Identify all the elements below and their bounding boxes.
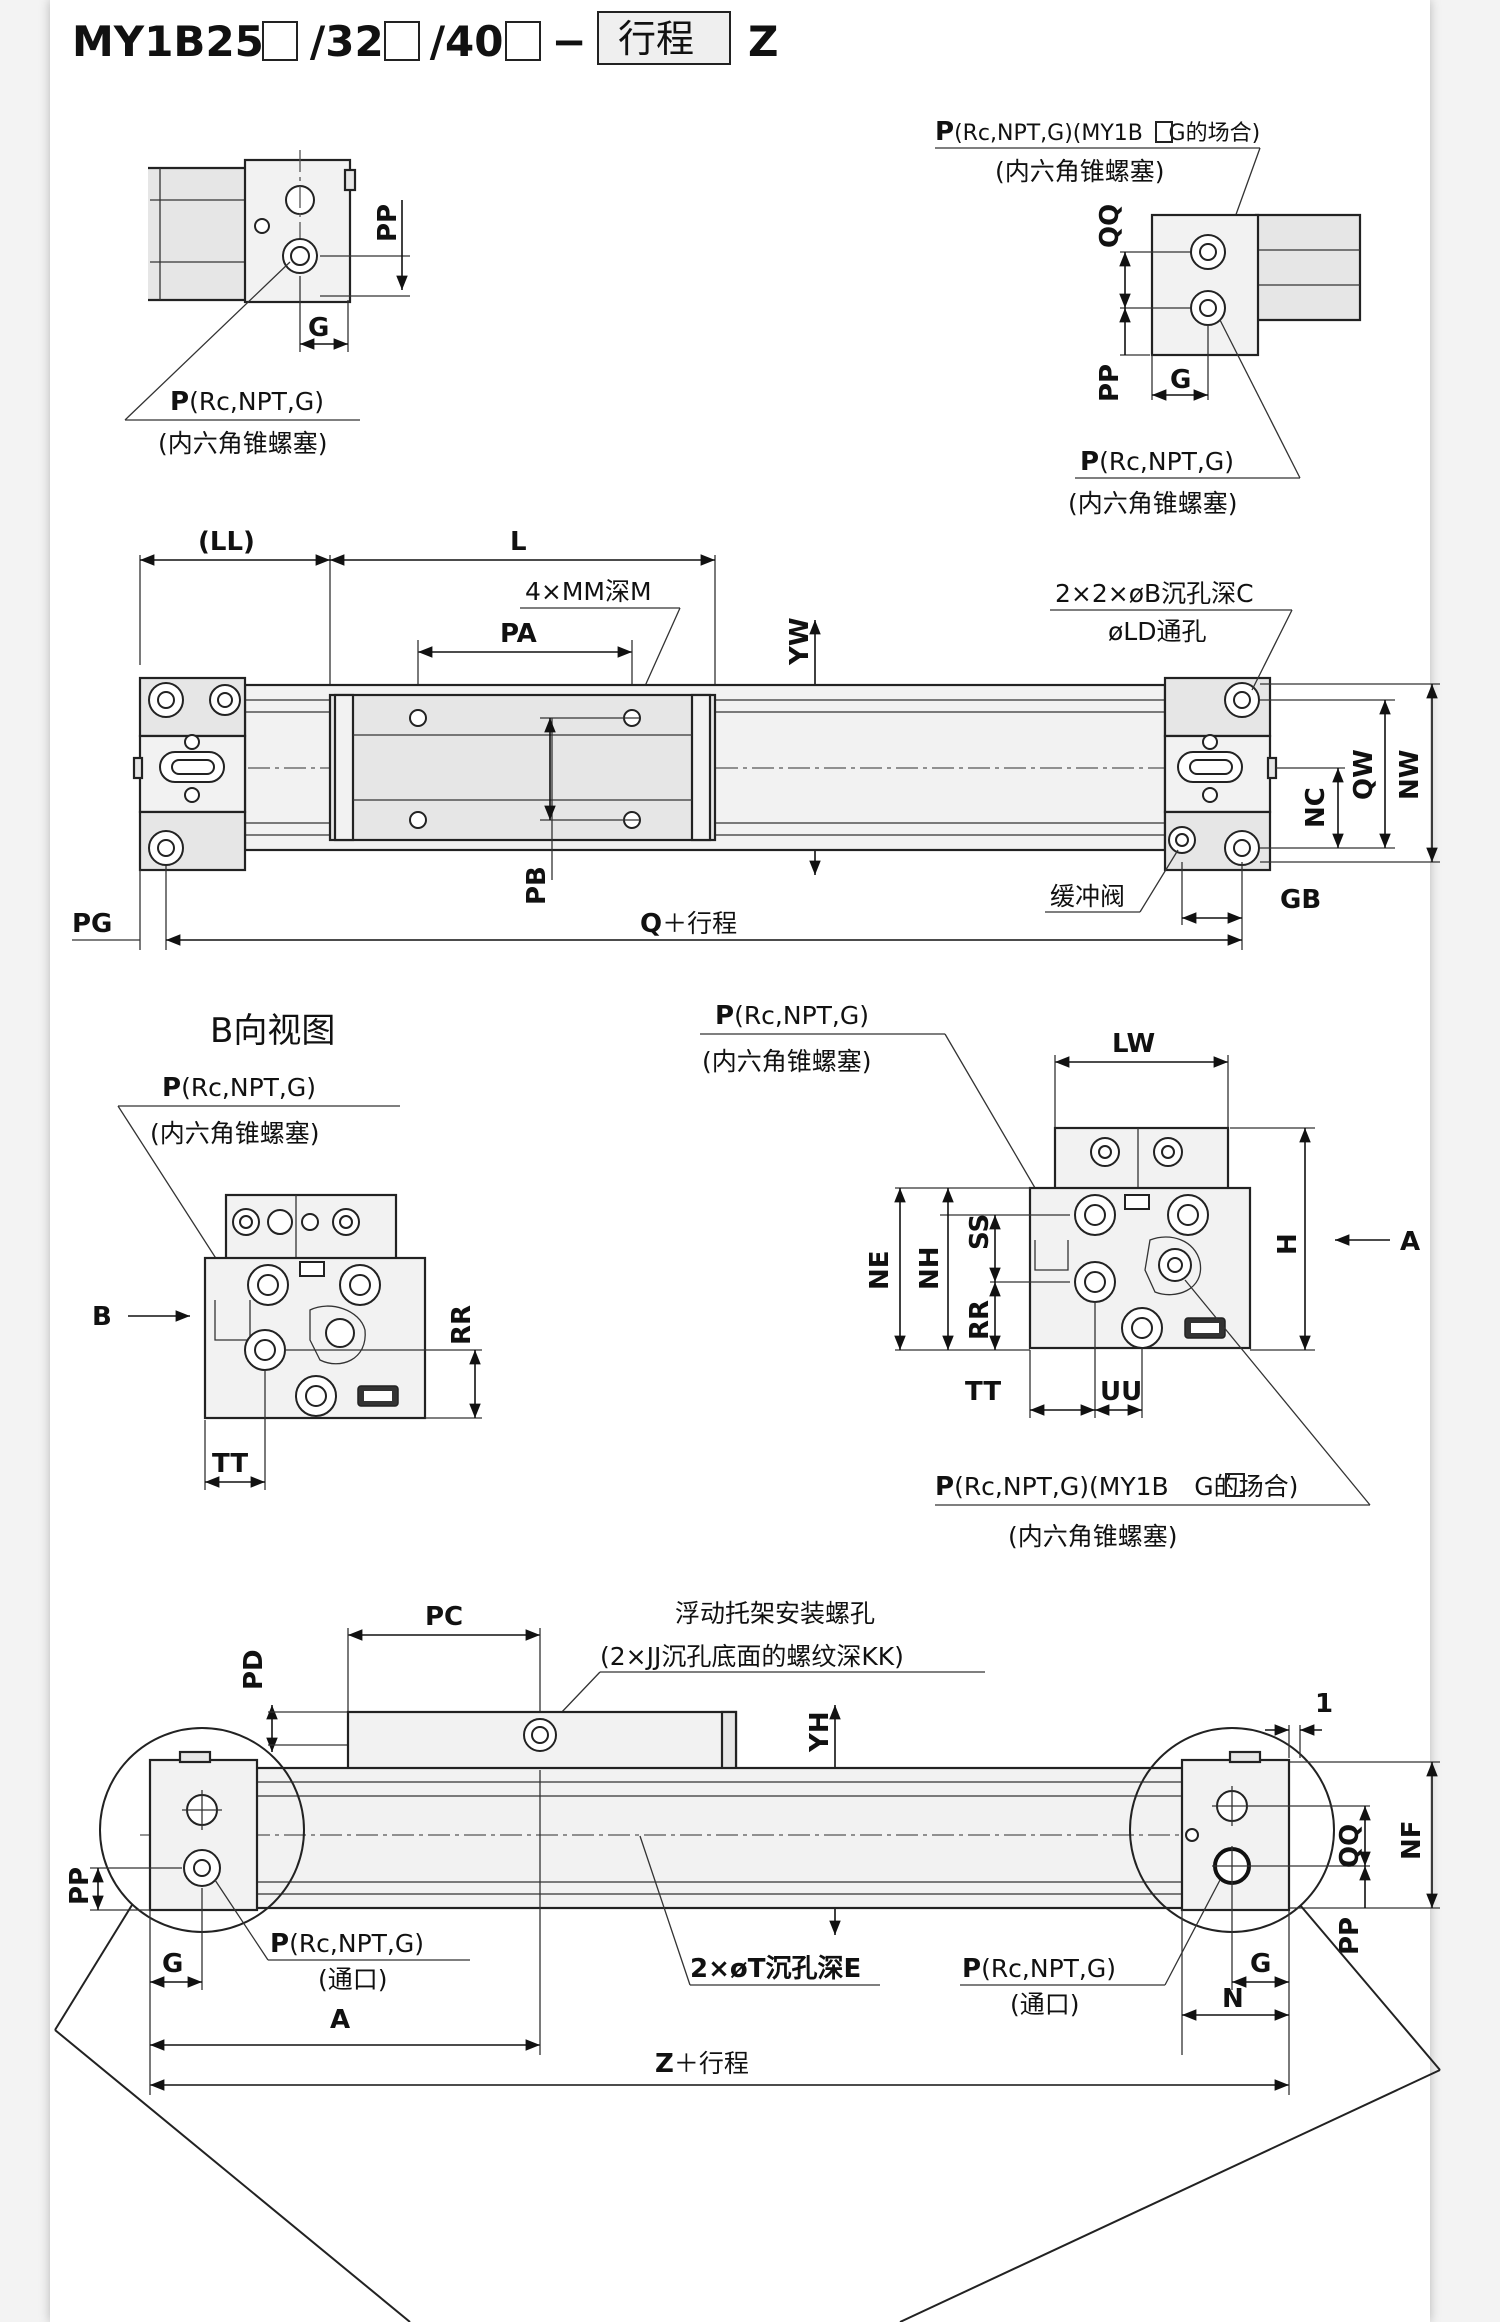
svg-text:P(Rc,NPT,G): P(Rc,NPT,G) — [270, 1929, 424, 1959]
svg-text:G: G — [162, 1949, 183, 1979]
svg-text:2×øT沉孔深E: 2×øT沉孔深E — [690, 1954, 861, 1984]
top-view: (LL) L 4×MM深M PA YW PB — [72, 527, 1440, 950]
svg-text:N: N — [1222, 1984, 1244, 2014]
svg-text:(内六角锥螺塞): (内六角锥螺塞) — [1008, 1522, 1178, 1551]
svg-text:P(Rc,NPT,G): P(Rc,NPT,G) — [1080, 447, 1234, 477]
svg-text:PP: PP — [1335, 1917, 1365, 1955]
svg-text:A: A — [1400, 1227, 1420, 1257]
svg-text:(内六角锥螺塞): (内六角锥螺塞) — [995, 157, 1165, 186]
svg-text:PG: PG — [72, 909, 112, 939]
svg-text:NE: NE — [865, 1250, 895, 1290]
svg-text:NH: NH — [915, 1246, 945, 1290]
svg-text:SS: SS — [965, 1214, 995, 1250]
svg-text:PC: PC — [425, 1602, 463, 1632]
svg-text:Q＋行程: Q＋行程 — [640, 909, 737, 939]
svg-text:(内六角锥螺塞): (内六角锥螺塞) — [150, 1119, 320, 1148]
svg-text:PP: PP — [1095, 364, 1125, 402]
svg-text:TT: TT — [965, 1377, 1001, 1407]
blank-box-2 — [384, 21, 420, 61]
svg-text:MY1B25/32/40−: MY1B25/32/40− — [72, 17, 587, 66]
svg-text:NF: NF — [1397, 1820, 1427, 1860]
b-direction-view: B向视图 P(Rc,NPT,G) (内六角锥螺塞) B RR TT — [92, 1011, 482, 1490]
svg-text:PB: PB — [522, 866, 552, 905]
svg-text:H: H — [1273, 1233, 1303, 1255]
svg-text:B向视图: B向视图 — [210, 1011, 335, 1051]
svg-text:(通口): (通口) — [318, 1965, 388, 1994]
svg-text:YH: YH — [805, 1711, 835, 1753]
svg-text:(内六角锥螺塞): (内六角锥螺塞) — [158, 429, 328, 458]
svg-text:浮动托架安装螺孔: 浮动托架安装螺孔 — [675, 1599, 875, 1628]
svg-text:G: G — [1170, 365, 1191, 395]
svg-text:P(Rc,NPT,G): P(Rc,NPT,G) — [162, 1073, 316, 1103]
svg-text:(LL): (LL) — [198, 527, 255, 557]
svg-text:L: L — [510, 527, 527, 557]
svg-text:1: 1 — [1315, 1689, 1333, 1719]
front-view: PC PD 浮动托架安装螺孔 (2×JJ沉孔底面的螺纹深KK) YH — [54, 1599, 1441, 2322]
svg-text:LW: LW — [1112, 1029, 1155, 1059]
svg-text:QQ: QQ — [1335, 1824, 1365, 1868]
model-title: MY1B25/32/40− 行程 Z — [72, 11, 778, 66]
svg-text:RR: RR — [965, 1300, 995, 1340]
svg-text:NC: NC — [1301, 787, 1331, 828]
blank-box-3 — [505, 21, 541, 61]
svg-text:Z: Z — [748, 17, 778, 66]
svg-text:UU: UU — [1100, 1377, 1142, 1407]
svg-text:QQ: QQ — [1095, 204, 1125, 248]
svg-text:2×2×øB沉孔深C: 2×2×øB沉孔深C — [1055, 579, 1254, 608]
svg-text:B: B — [92, 1302, 112, 1332]
svg-text:P(Rc,NPT,G): P(Rc,NPT,G) — [962, 1954, 1116, 1984]
svg-text:4×MM深M: 4×MM深M — [525, 577, 652, 606]
right-end-view: P(Rc,NPT,G) (内六角锥螺塞) LW H A NE — [700, 1001, 1420, 1551]
svg-text:(内六角锥螺塞): (内六角锥螺塞) — [702, 1047, 872, 1076]
svg-text:G: G — [1250, 1949, 1271, 1979]
svg-text:øLD通孔: øLD通孔 — [1108, 617, 1206, 646]
svg-text:PD: PD — [239, 1649, 269, 1690]
svg-text:PP: PP — [373, 204, 403, 242]
svg-text:GB: GB — [1280, 885, 1321, 915]
svg-text:PP: PP — [65, 1867, 95, 1905]
blank-box-1 — [262, 21, 298, 61]
svg-text:NW: NW — [1395, 750, 1425, 800]
svg-text:RR: RR — [447, 1305, 477, 1345]
svg-text:PA: PA — [500, 619, 537, 649]
svg-text:Z＋行程: Z＋行程 — [655, 2049, 749, 2079]
blank-box-4 — [1155, 121, 1173, 143]
svg-text:(内六角锥螺塞): (内六角锥螺塞) — [1068, 489, 1238, 518]
top-left-port-detail: PP G P(Rc,NPT,G) (内六角锥螺塞) — [124, 150, 410, 458]
svg-text:QW: QW — [1349, 749, 1379, 800]
svg-text:YW: YW — [785, 617, 815, 666]
svg-text:行程: 行程 — [618, 17, 694, 61]
svg-text:A: A — [330, 2005, 350, 2035]
stroke-box — [597, 11, 731, 65]
svg-text:(通口): (通口) — [1010, 1990, 1080, 2019]
svg-text:缓冲阀: 缓冲阀 — [1050, 882, 1125, 911]
blank-box-5 — [1225, 1473, 1245, 1497]
svg-text:G: G — [308, 313, 329, 343]
svg-text:TT: TT — [212, 1449, 248, 1479]
svg-text:P(Rc,NPT,G): P(Rc,NPT,G) — [170, 387, 324, 417]
svg-text:P(Rc,NPT,G): P(Rc,NPT,G) — [715, 1001, 869, 1031]
svg-text:(2×JJ沉孔底面的螺纹深KK): (2×JJ沉孔底面的螺纹深KK) — [600, 1642, 904, 1671]
